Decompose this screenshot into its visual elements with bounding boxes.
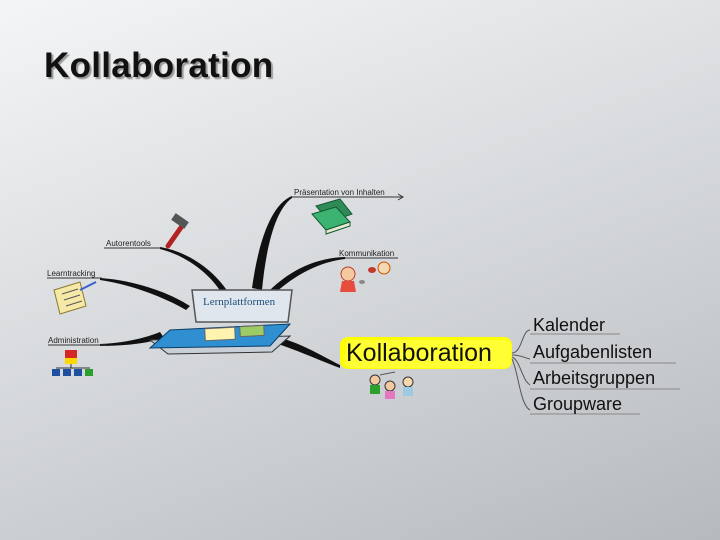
kollaboration-node: Kollaboration bbox=[340, 337, 512, 369]
branch-label-presentation: Präsentation von Inhalten bbox=[294, 188, 385, 197]
subitem-aufgabenlisten: Aufgabenlisten bbox=[533, 342, 652, 362]
books-icon bbox=[312, 199, 352, 234]
org-chart-icon bbox=[52, 350, 93, 376]
subitem-kalender: Kalender bbox=[533, 315, 605, 335]
group-people-icon bbox=[370, 372, 413, 399]
center-node-label: Lernplattformen bbox=[203, 296, 276, 308]
subitem-bracket bbox=[512, 330, 530, 410]
branch-label-autorentools: Autorentools bbox=[106, 239, 151, 248]
subitem-groupware: Groupware bbox=[533, 394, 622, 414]
talking-people-icon bbox=[340, 262, 390, 292]
hammer-icon bbox=[168, 213, 189, 246]
kollaboration-node-label: Kollaboration bbox=[346, 339, 492, 367]
checklist-icon bbox=[54, 282, 96, 314]
branch-label-kommunikation: Kommunikation bbox=[339, 249, 394, 258]
branch-label-learntracking: Learntracking bbox=[47, 269, 95, 278]
branch-label-administration: Administration bbox=[48, 336, 99, 345]
subitem-arbeitsgruppen: Arbeitsgruppen bbox=[533, 368, 655, 388]
